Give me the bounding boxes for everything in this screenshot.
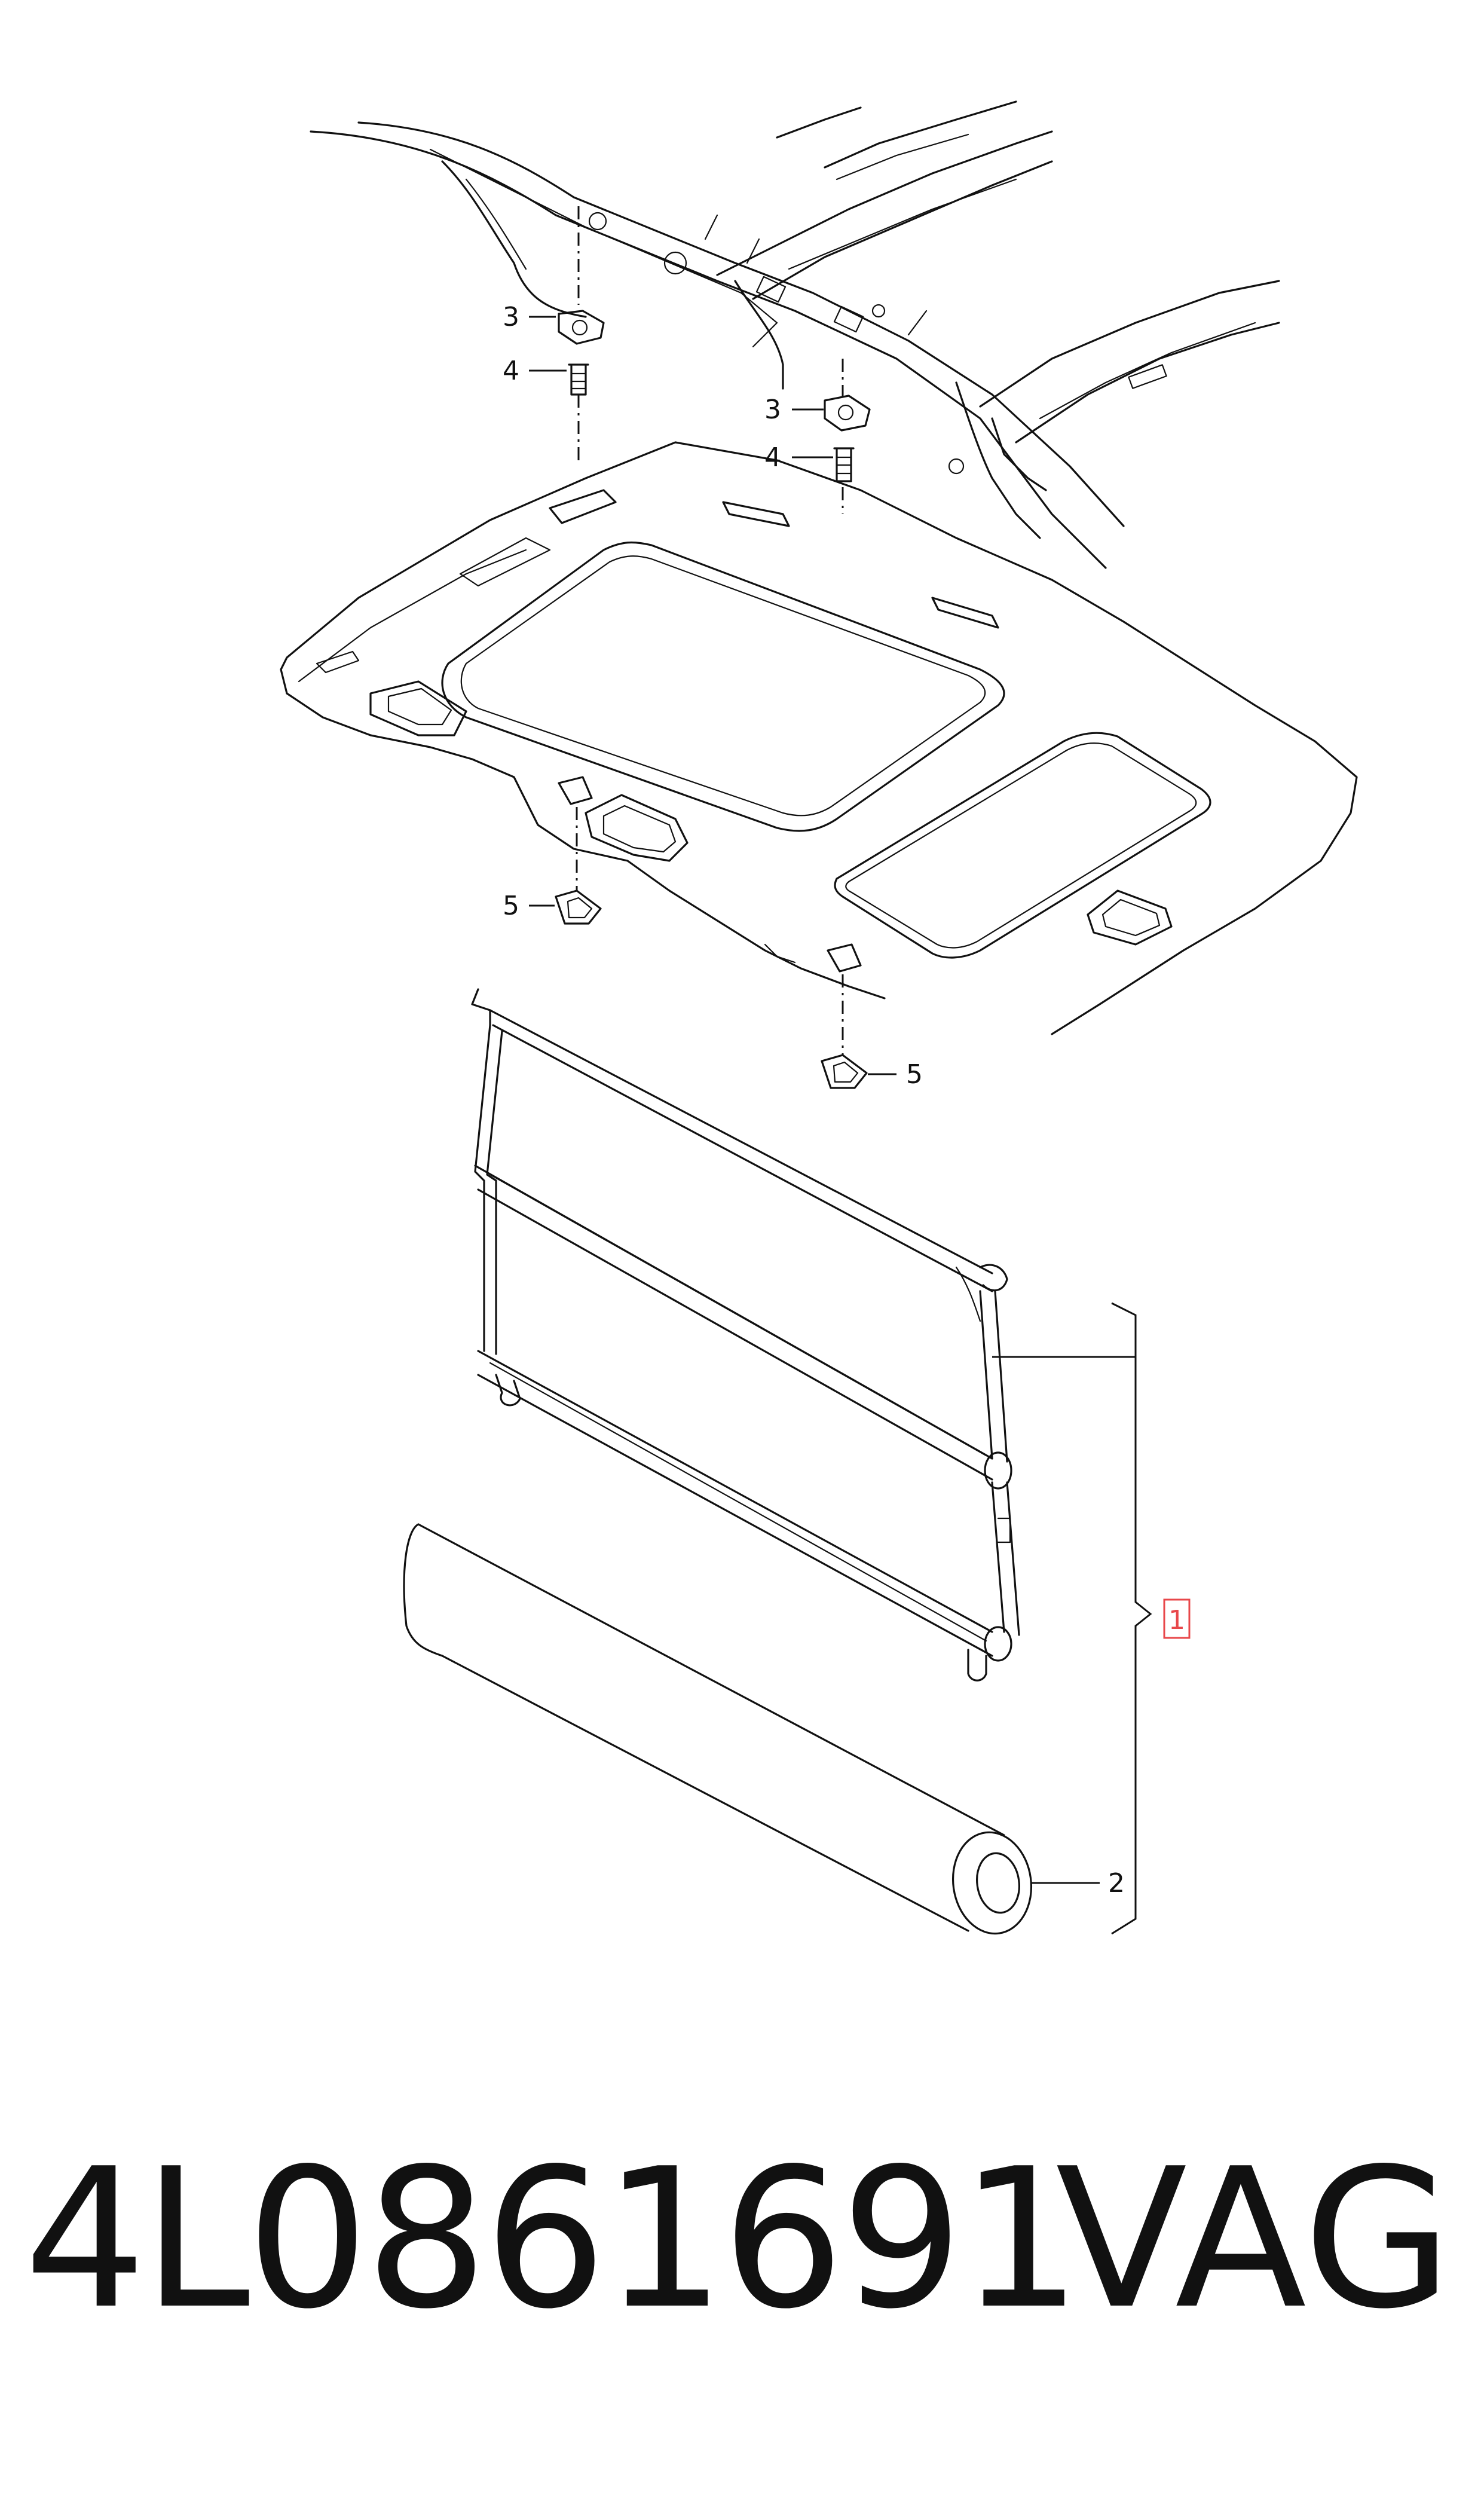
roof-frame [310, 100, 1280, 569]
callouts: 3 4 3 4 5 5 2 [503, 302, 1125, 1899]
bracket-1: 1 [992, 1302, 1191, 1935]
storage-bag [403, 1523, 1033, 1935]
fastener-right [824, 359, 871, 514]
callout-1: 1 [1168, 1605, 1185, 1635]
clip-left [555, 807, 602, 925]
callout-4-left: 4 [503, 356, 519, 386]
cargo-net-frame [471, 988, 1020, 1682]
footer: 4L0861691 VAG [24, 2143, 1458, 2370]
callout-2: 2 [1108, 1868, 1125, 1899]
brand: VAG [1055, 2127, 1452, 2351]
callout-1-highlight [1163, 1598, 1191, 1639]
callout-3-left: 3 [503, 302, 519, 332]
callout-5-right: 5 [906, 1059, 923, 1090]
parts-diagram: 1 3 4 3 4 5 5 2 [280, 100, 1358, 1935]
headliner [280, 441, 1358, 1035]
fastener-left [558, 206, 605, 460]
callout-5-left: 5 [503, 891, 519, 921]
part-number: 4L0861691 [24, 2127, 1082, 2351]
callout-4-right: 4 [764, 442, 781, 473]
clip-right [821, 974, 868, 1089]
callout-3-right: 3 [764, 395, 781, 425]
